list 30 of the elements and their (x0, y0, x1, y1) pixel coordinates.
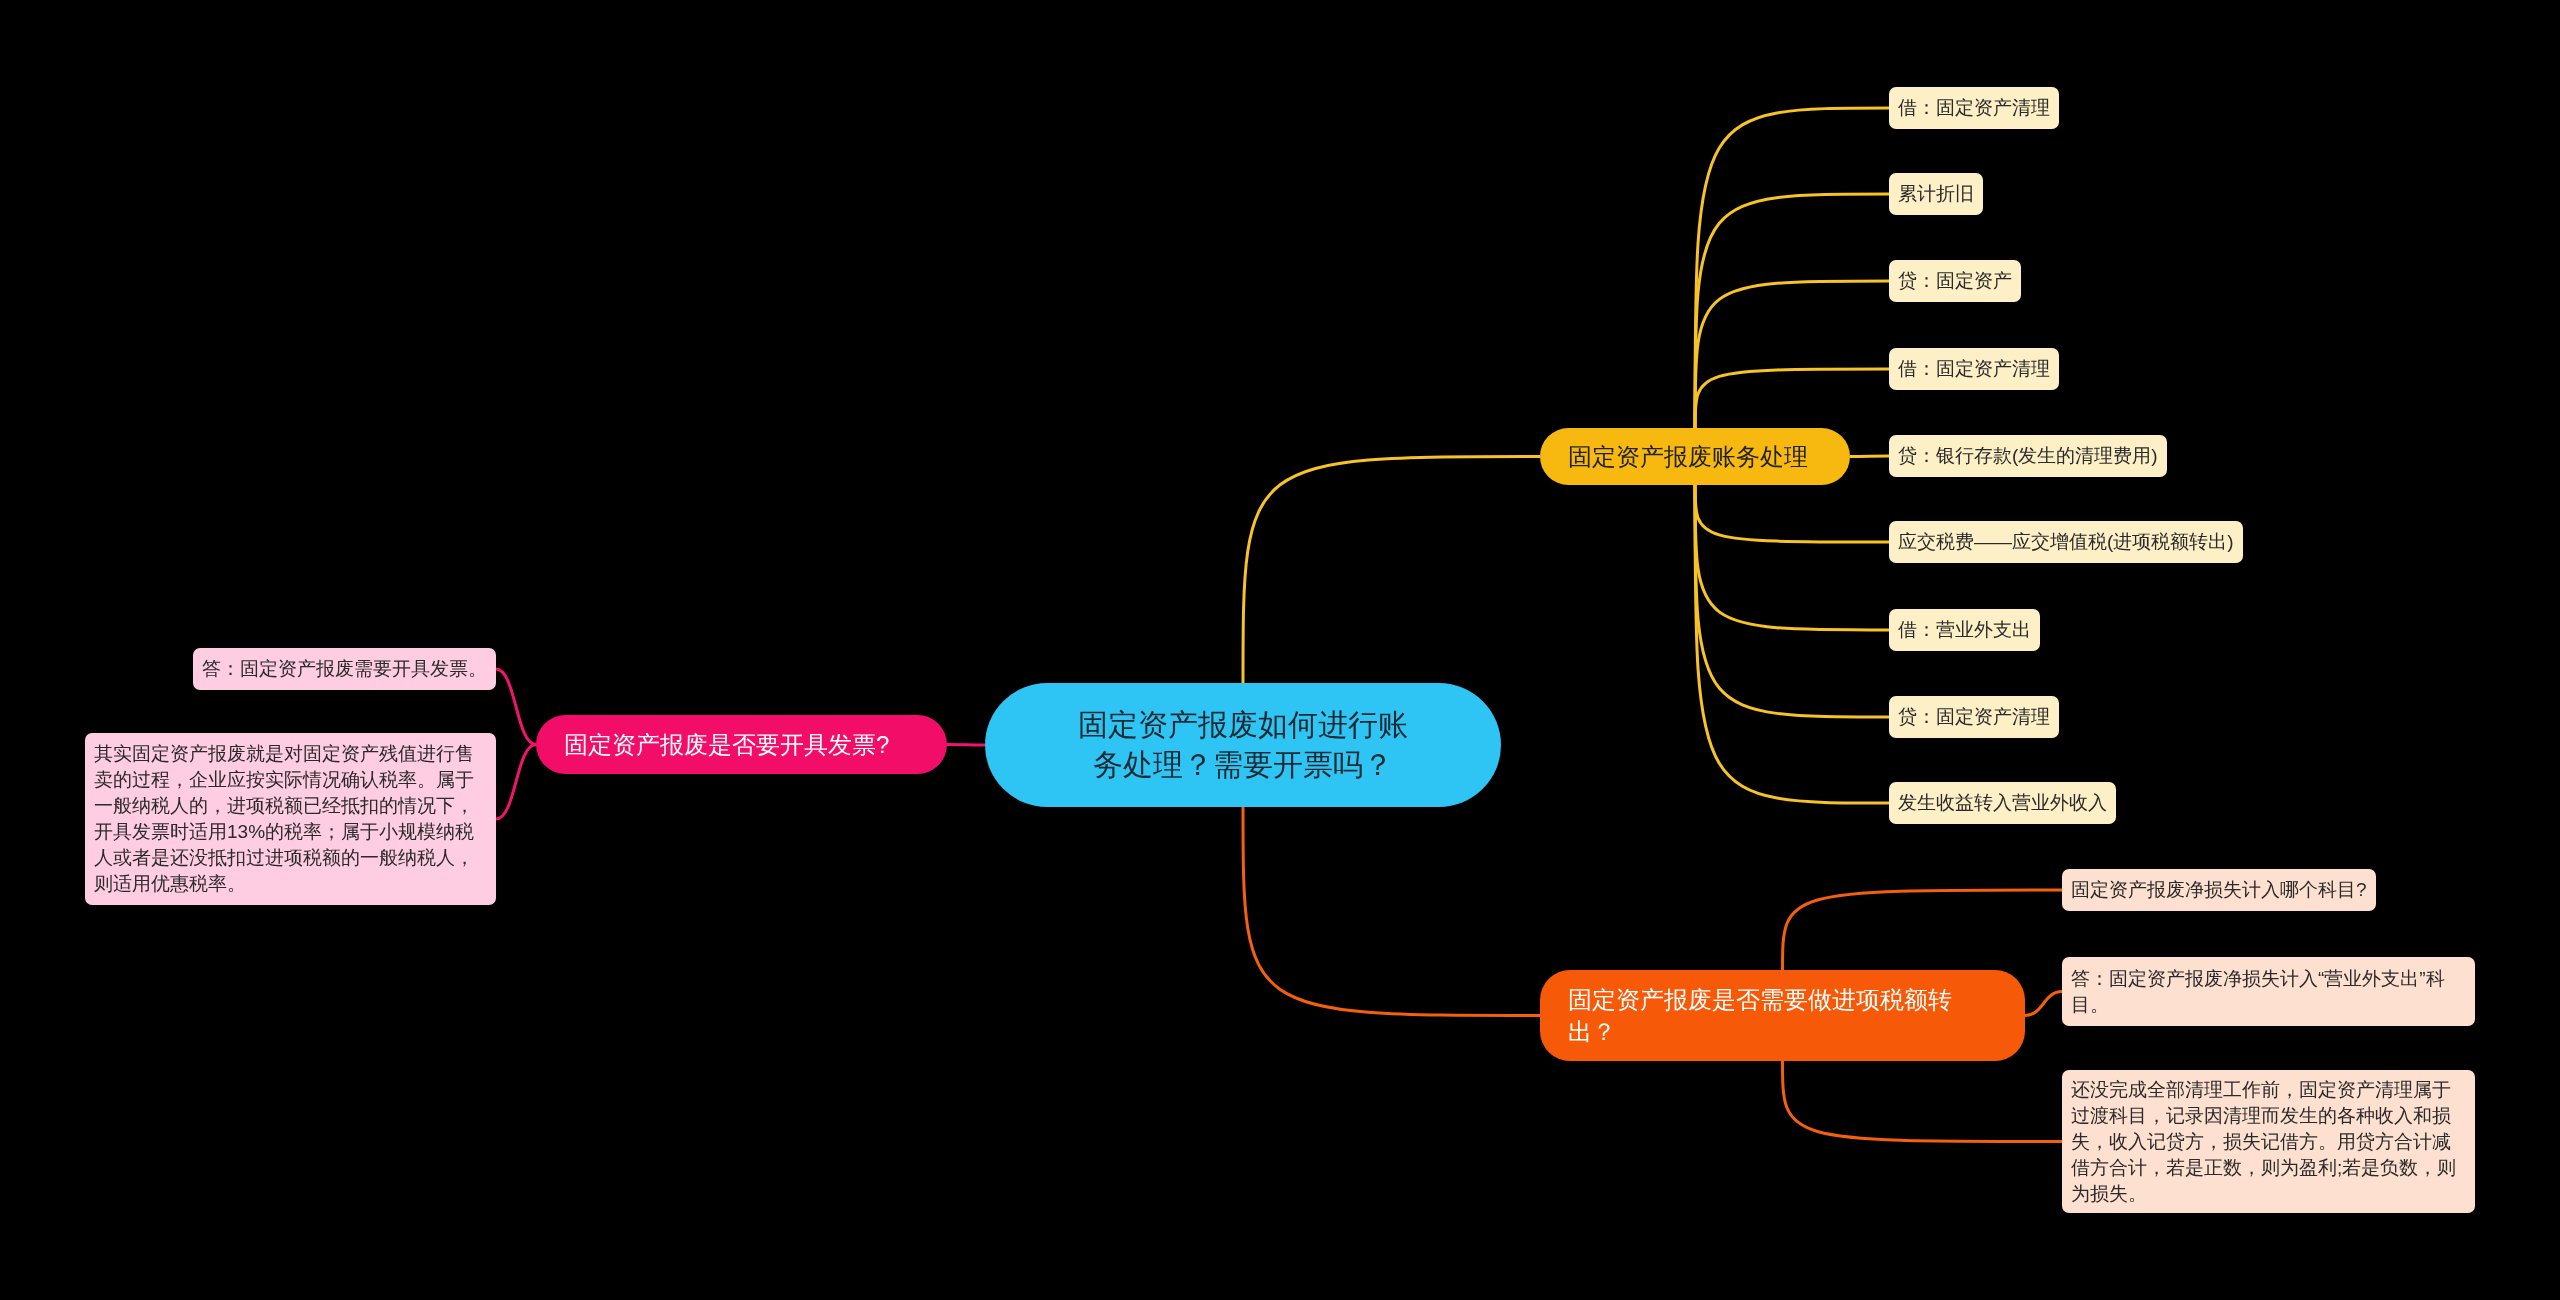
connector (1693, 485, 1889, 805)
connector (1781, 888, 2062, 970)
connector (1850, 454, 1889, 458)
connector (1781, 1061, 2062, 1143)
note-box: 还没完成全部清理工作前，固定资产清理属于过渡科目，记录因清理而发生的各种收入和损失，收入记贷方，损失记借方。用贷方合计减借方合计，若是正数，则为盈利;若是负数，则为损失。 (2062, 1070, 2475, 1213)
connector (1241, 807, 1540, 1017)
connector (1241, 455, 1540, 683)
note-box: 固定资产报废净损失计入哪个科目? (2062, 869, 2376, 911)
note-box: 答：固定资产报废需要开具发票。 (193, 648, 496, 690)
note-box: 借：营业外支出 (1889, 609, 2040, 651)
note-box: 借：固定资产清理 (1889, 87, 2059, 129)
branch-topic: 固定资产报废是否要开具发票? (536, 715, 947, 774)
note-box: 其实固定资产报废就是对固定资产残值进行售卖的过程，企业应按实际情况确认税率。属于一般纳税人的，进项税额已经抵扣的情况下，开具发票时适用13%的税率；属于小规模纳税人或者是还没抵扣过进项税额的一般纳税人，则适用优惠税率。 (85, 733, 496, 905)
note-box: 发生收益转入营业外收入 (1889, 782, 2116, 824)
note-box: 应交税费——应交增值税(进项税额转出) (1889, 521, 2243, 563)
connector (495, 667, 537, 746)
central-topic: 固定资产报废如何进行账务处理？需要开票吗？ (985, 683, 1501, 807)
branch-topic: 固定资产报废账务处理 (1540, 428, 1850, 485)
connector (495, 743, 537, 821)
connector (947, 743, 985, 747)
note-box: 答：固定资产报废净损失计入“营业外支出”科目。 (2062, 957, 2475, 1026)
note-box: 借：固定资产清理 (1889, 348, 2059, 390)
connector (1693, 192, 1889, 428)
connector (2024, 990, 2063, 1017)
note-box: 贷：银行存款(发生的清理费用) (1889, 435, 2167, 477)
connector (1693, 367, 1889, 428)
note-box: 贷：固定资产 (1889, 260, 2021, 302)
branch-topic: 固定资产报废是否需要做进项税额转出？ (1540, 970, 2025, 1061)
note-box: 累计折旧 (1889, 173, 1983, 215)
note-box: 贷：固定资产清理 (1889, 696, 2059, 738)
